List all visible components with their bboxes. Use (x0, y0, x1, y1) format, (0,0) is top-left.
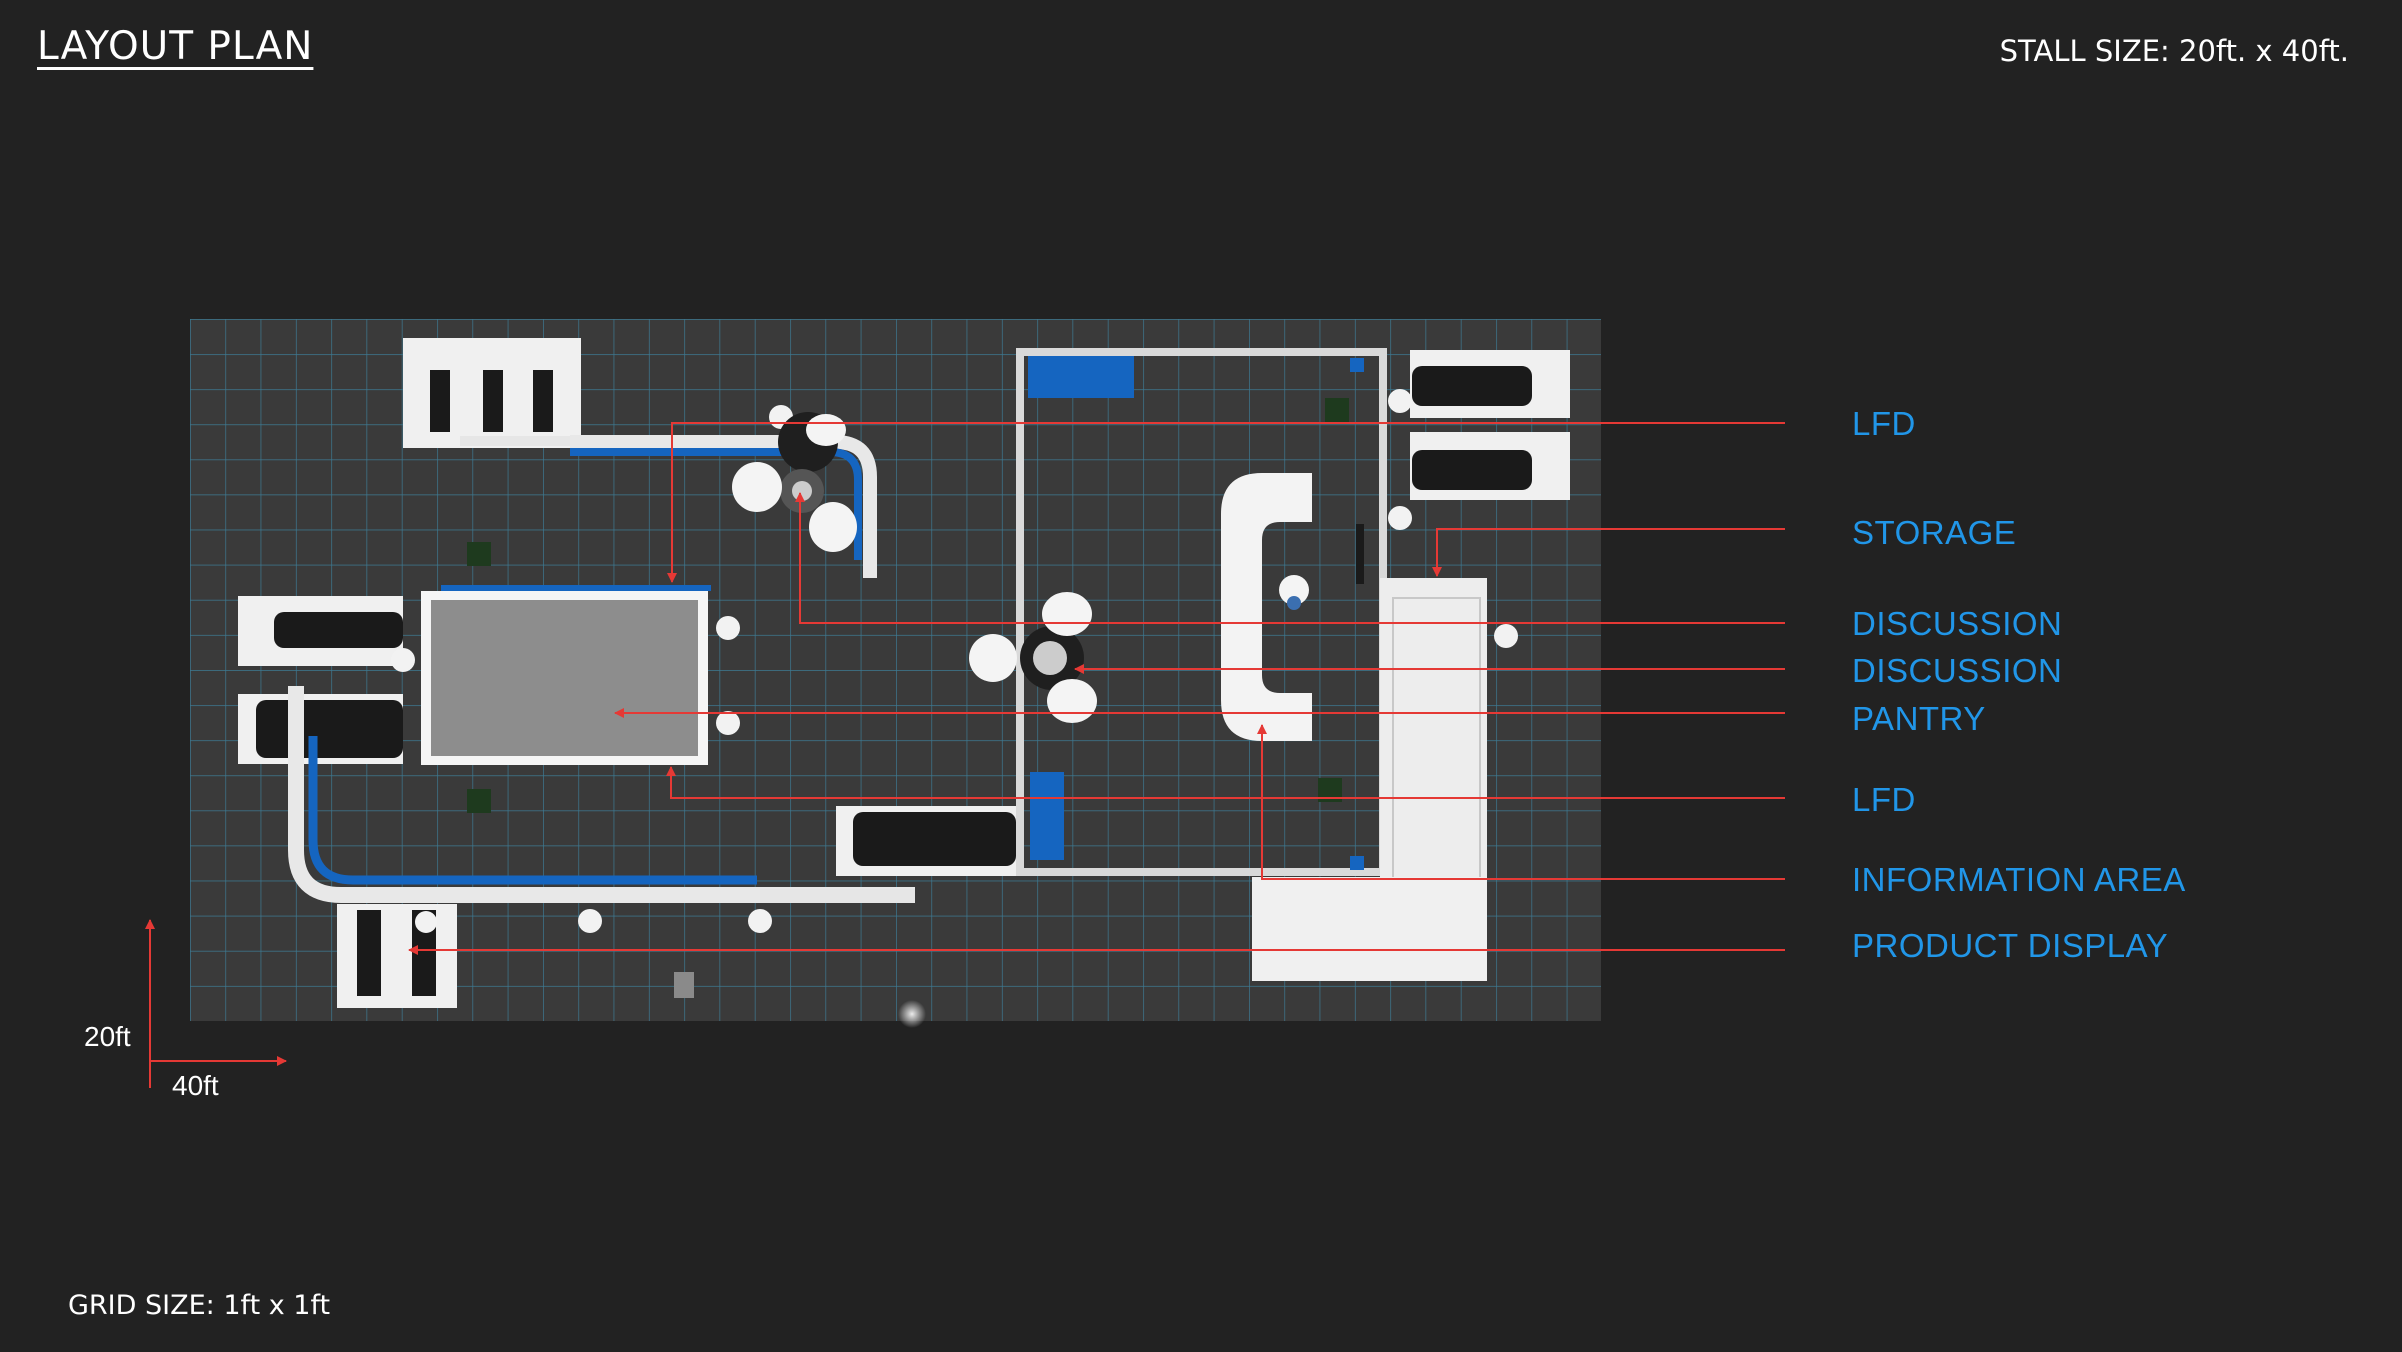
lfd-unit-bottom-centre (836, 806, 1016, 876)
product-display-bottom-left (337, 904, 694, 1008)
legend-item-discussion-1: DISCUSSION (1852, 605, 2063, 642)
lfd-units-right (1356, 350, 1570, 584)
legend-item-discussion-2: DISCUSSION (1852, 652, 2063, 689)
legend-item-lfd-top: LFD (1852, 405, 1916, 442)
light-spot (898, 1000, 926, 1028)
axis-label-40ft: 40ft (172, 1070, 219, 1101)
legend-item-information-area: INFORMATION AREA (1852, 861, 2186, 898)
discussion-area-top (732, 405, 857, 552)
dimension-arrows (145, 919, 287, 1088)
legend-item-lfd-bottom: LFD (1852, 781, 1916, 818)
lfd-side-units-left (238, 596, 415, 764)
product-display-top-left (403, 338, 810, 448)
leader-lines (408, 422, 1785, 955)
product-display-bottom-right (1252, 877, 1487, 981)
grid-size-label: GRID SIZE: 1ft x 1ft (68, 1290, 331, 1321)
page-title: LAYOUT PLAN (37, 24, 314, 69)
legend-item-pantry: PANTRY (1852, 700, 1986, 737)
information-counter (1221, 473, 1312, 741)
legend-item-product-display: PRODUCT DISPLAY (1852, 927, 2169, 964)
axis-label-20ft: 20ft (84, 1021, 131, 1052)
legend-item-storage: STORAGE (1852, 514, 2017, 551)
pantry-table (421, 585, 740, 765)
stall-size-label: STALL SIZE: 20ft. x 40ft. (1999, 34, 2349, 68)
curved-counter-bottom (288, 686, 915, 933)
